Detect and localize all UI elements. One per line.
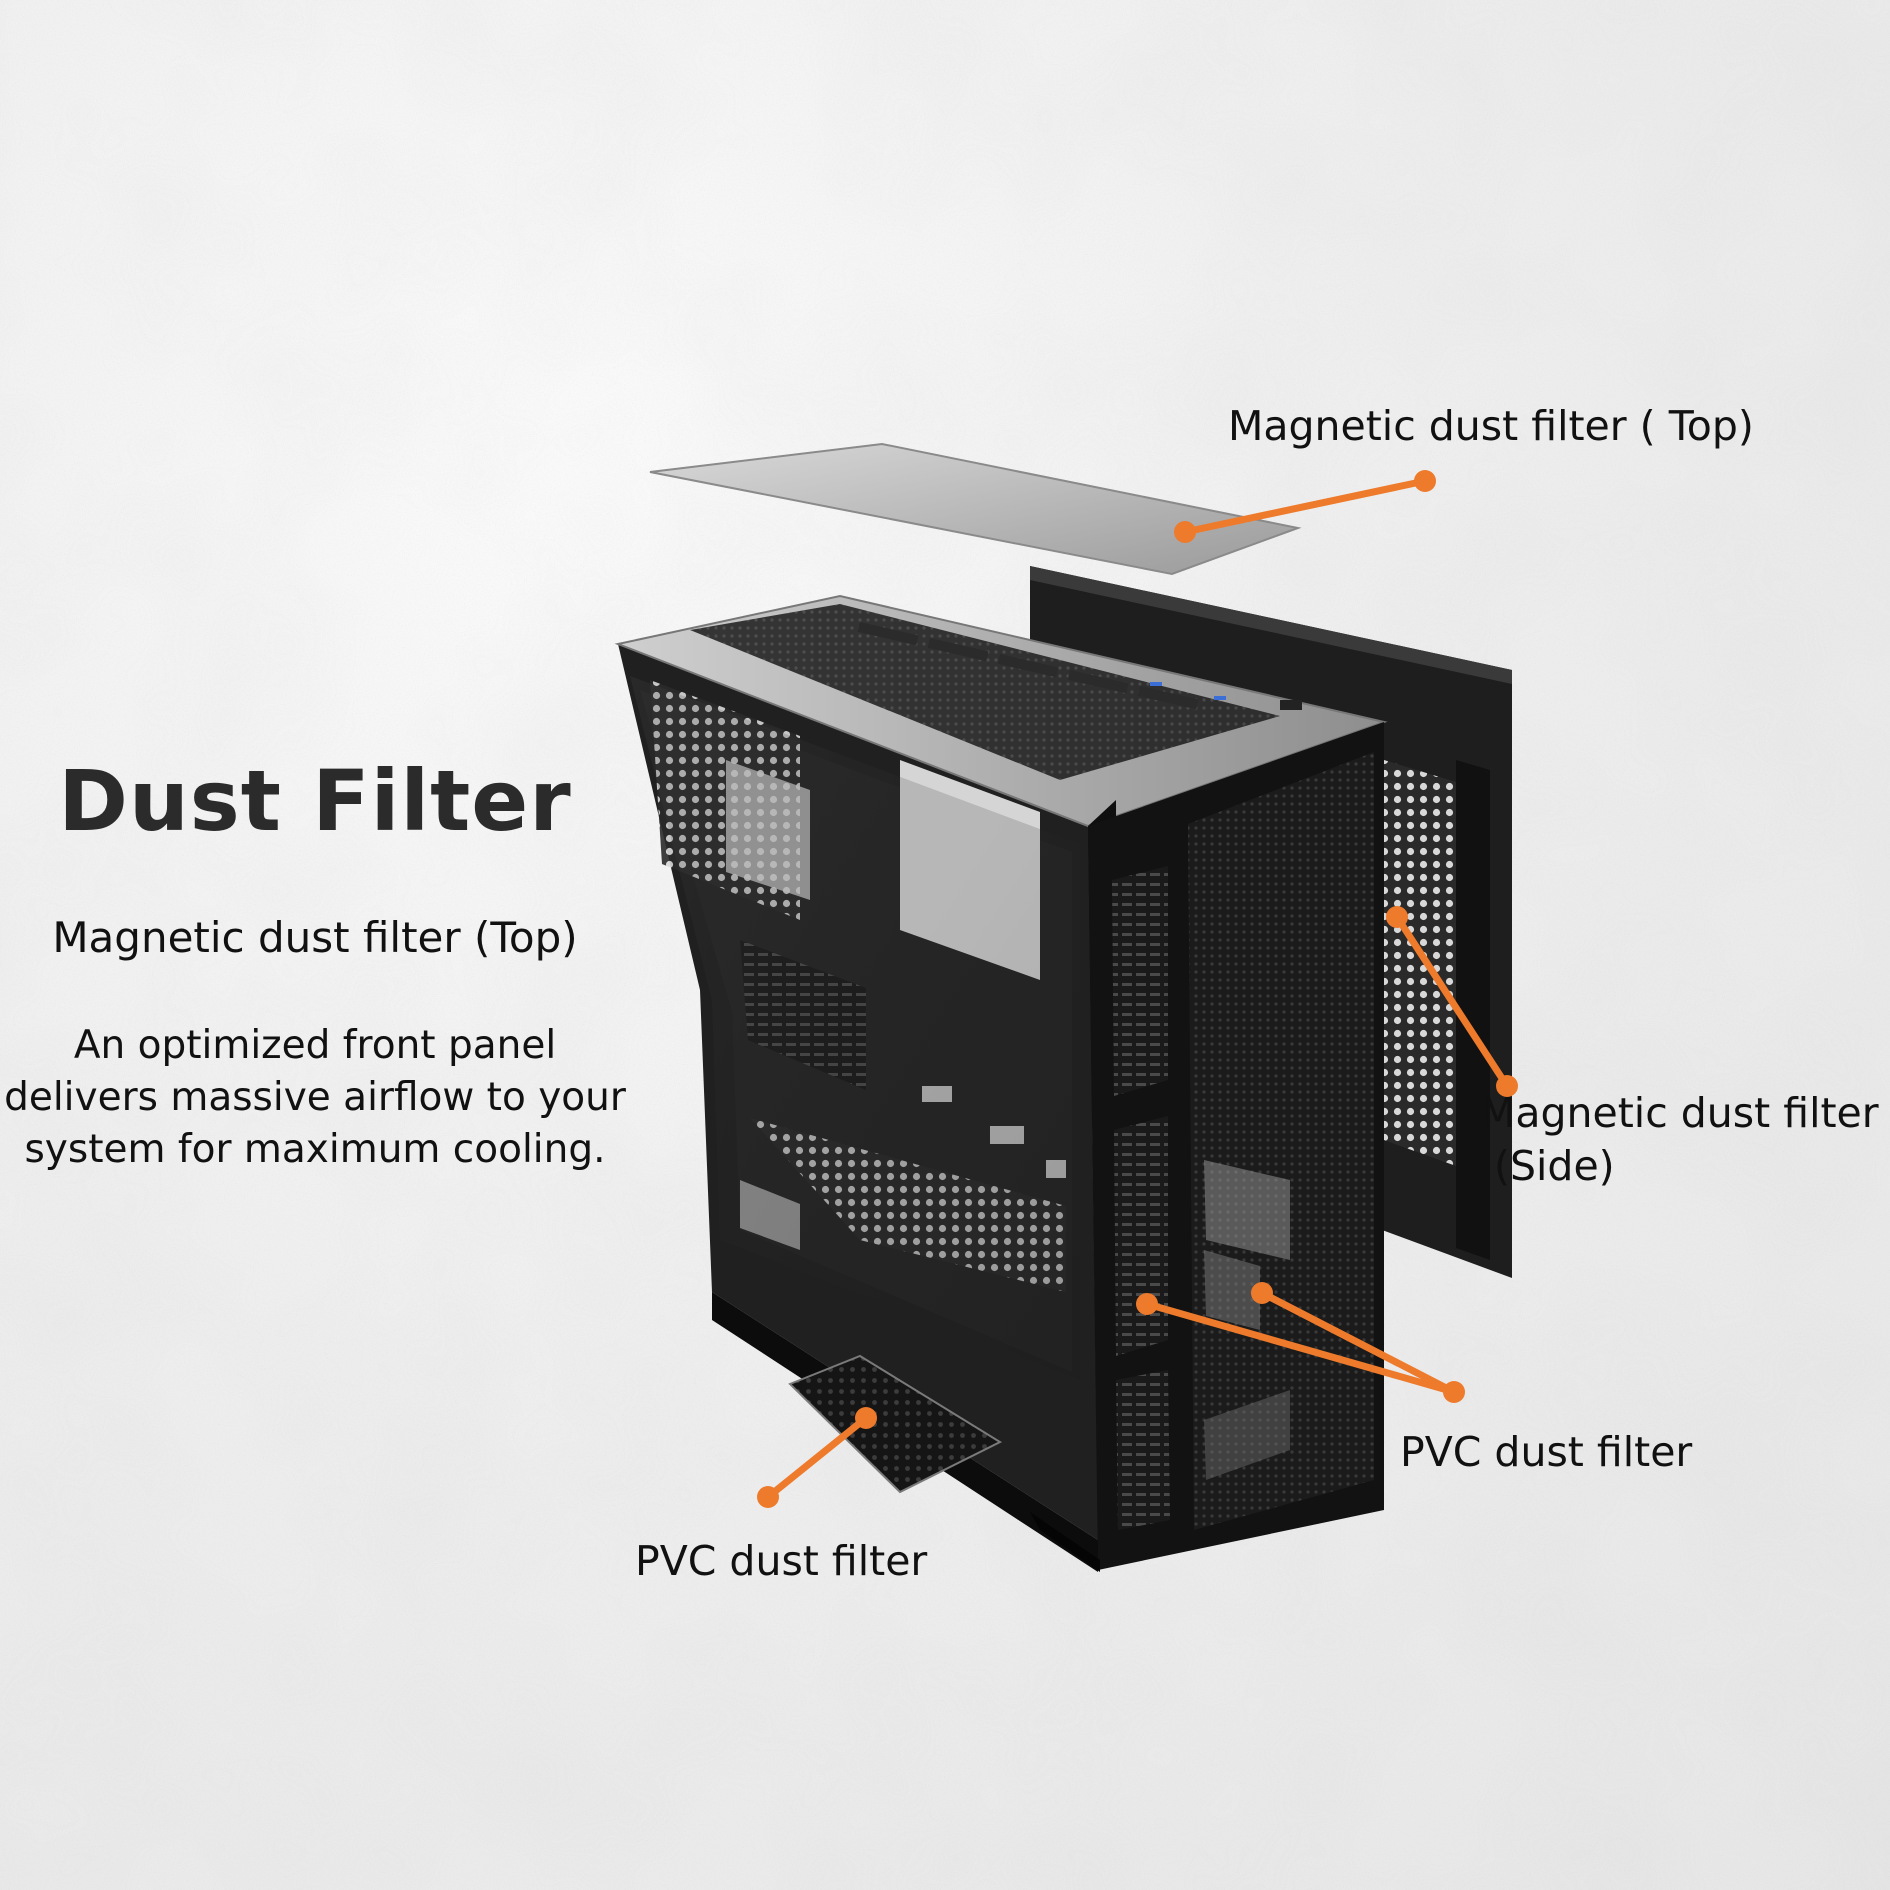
callout-label-front-filter: PVC dust filter [1400, 1428, 1693, 1476]
callout-dot-side-end [1496, 1075, 1518, 1097]
callout-label-line: Magnetic dust filter [1480, 1089, 1879, 1137]
callout-dot-top-end [1174, 521, 1196, 543]
callout-dot-bottom-start [855, 1407, 877, 1429]
description-line: delivers massive airflow to your [4, 1075, 626, 1120]
callout-dot-side-start [1386, 906, 1408, 928]
callout-line-top [1181, 477, 1429, 536]
callout-dot-bottom-end [757, 1486, 779, 1508]
callout-line-front-b [1258, 1289, 1458, 1396]
callout-dot-top-start [1414, 470, 1436, 492]
callout-line-bottom [764, 1414, 870, 1501]
callout-label-top-filter: Magnetic dust filter ( Top) [1228, 402, 1754, 450]
callout-dot-front-b [1251, 1282, 1273, 1304]
top-dust-filter [649, 442, 1302, 576]
feature-description: An optimized front panel delivers massiv… [0, 1020, 630, 1176]
description-line: An optimized front panel [73, 1023, 557, 1068]
callout-line-side [1393, 913, 1511, 1090]
callout-label-bottom-filter: PVC dust filter [635, 1537, 928, 1585]
bottom-dust-filter [788, 1354, 1003, 1494]
page-title: Dust Filter [58, 752, 572, 850]
pc-case [614, 594, 1388, 1572]
callout-lines [757, 470, 1518, 1508]
description-line: system for maximum cooling. [24, 1127, 606, 1172]
callout-line-front-a [1143, 1300, 1458, 1396]
callout-dot-front-end [1443, 1381, 1465, 1403]
callout-label-line: (Side) [1494, 1142, 1615, 1190]
feature-subtitle: Magnetic dust filter (Top) [52, 913, 578, 962]
callout-label-side-filter: Magnetic dust filter (Side) [1480, 1087, 1879, 1193]
callout-dot-front-a [1136, 1293, 1158, 1315]
